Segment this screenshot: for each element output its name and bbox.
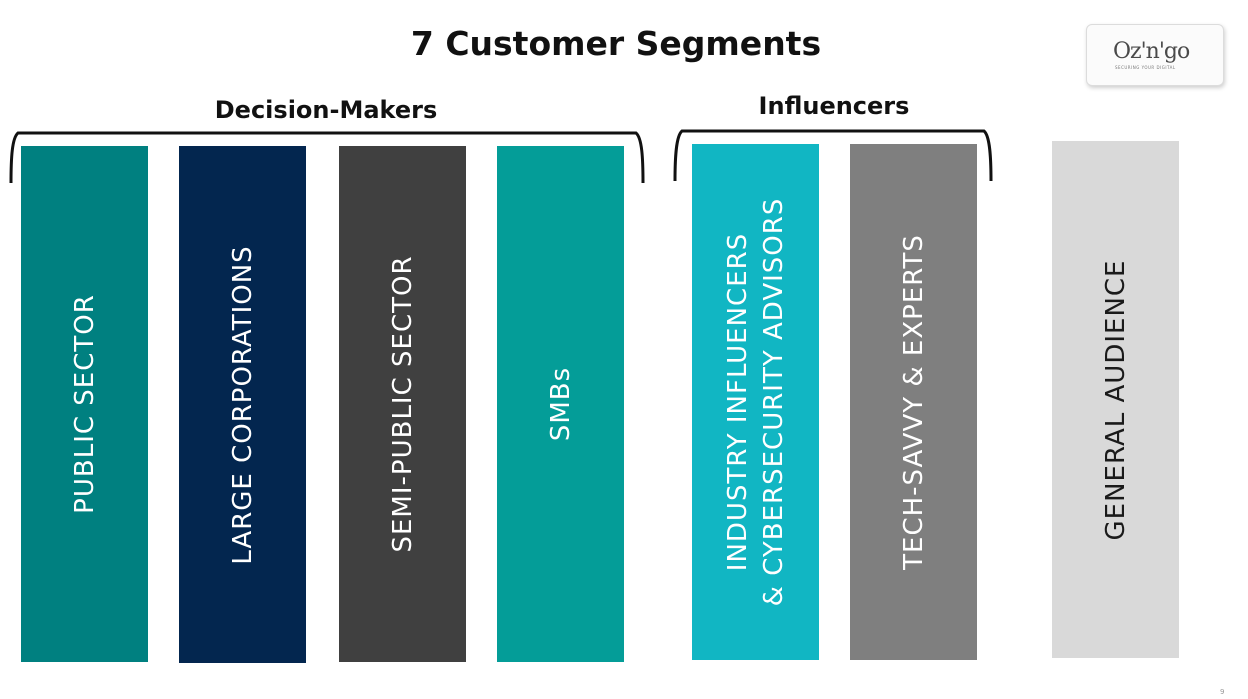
segment-bar: INDUSTRY INFLUENCERS& CYBERSECURITY ADVI…	[692, 144, 819, 660]
segment-label: SEMI-PUBLIC SECTOR	[385, 255, 421, 552]
segment-label: GENERAL AUDIENCE	[1098, 259, 1134, 540]
segment-label-line: LARGE CORPORATIONS	[227, 244, 258, 565]
segment-bar: LARGE CORPORATIONS	[179, 146, 306, 663]
segment-label-line: SEMI-PUBLIC SECTOR	[387, 255, 418, 553]
segment-bar: TECH-SAVVY & EXPERTS	[850, 144, 977, 660]
group-label-influencers: Influencers	[758, 92, 910, 120]
decision-makers-bracket	[9, 131, 645, 184]
segment-label-line: SMBs	[545, 366, 576, 442]
segment-label: TECH-SAVVY & EXPERTS	[896, 234, 932, 570]
segment-label-line: PUBLIC SECTOR	[69, 294, 100, 514]
segment-label-line: GENERAL AUDIENCE	[1100, 259, 1131, 540]
logo-tagline: SECURING YOUR DIGITAL	[1115, 65, 1176, 70]
segment-label: LARGE CORPORATIONS	[225, 245, 261, 564]
segment-label: SMBs	[543, 367, 579, 441]
group-label-decision-makers: Decision-Makers	[214, 96, 438, 124]
segment-label-line: TECH-SAVVY & EXPERTS	[898, 234, 929, 570]
influencers-bracket	[673, 129, 993, 182]
segment-bar: PUBLIC SECTOR	[21, 146, 148, 662]
segment-label-line: INDUSTRY INFLUENCERS	[722, 232, 753, 572]
segment-bar: SEMI-PUBLIC SECTOR	[339, 146, 466, 662]
segment-label-line: & CYBERSECURITY ADVISORS	[758, 197, 789, 607]
segment-bar: GENERAL AUDIENCE	[1052, 141, 1179, 658]
slide-title: 7 Customer Segments	[410, 24, 822, 63]
page-number: 9	[1220, 688, 1225, 696]
segment-bar: SMBs	[497, 146, 624, 662]
segment-label: PUBLIC SECTOR	[67, 294, 103, 514]
logo-wordmark: Oz'n'go	[1113, 39, 1190, 64]
segment-label: INDUSTRY INFLUENCERS& CYBERSECURITY ADVI…	[720, 198, 792, 607]
company-logo: Oz'n'go SECURING YOUR DIGITAL	[1086, 24, 1224, 86]
